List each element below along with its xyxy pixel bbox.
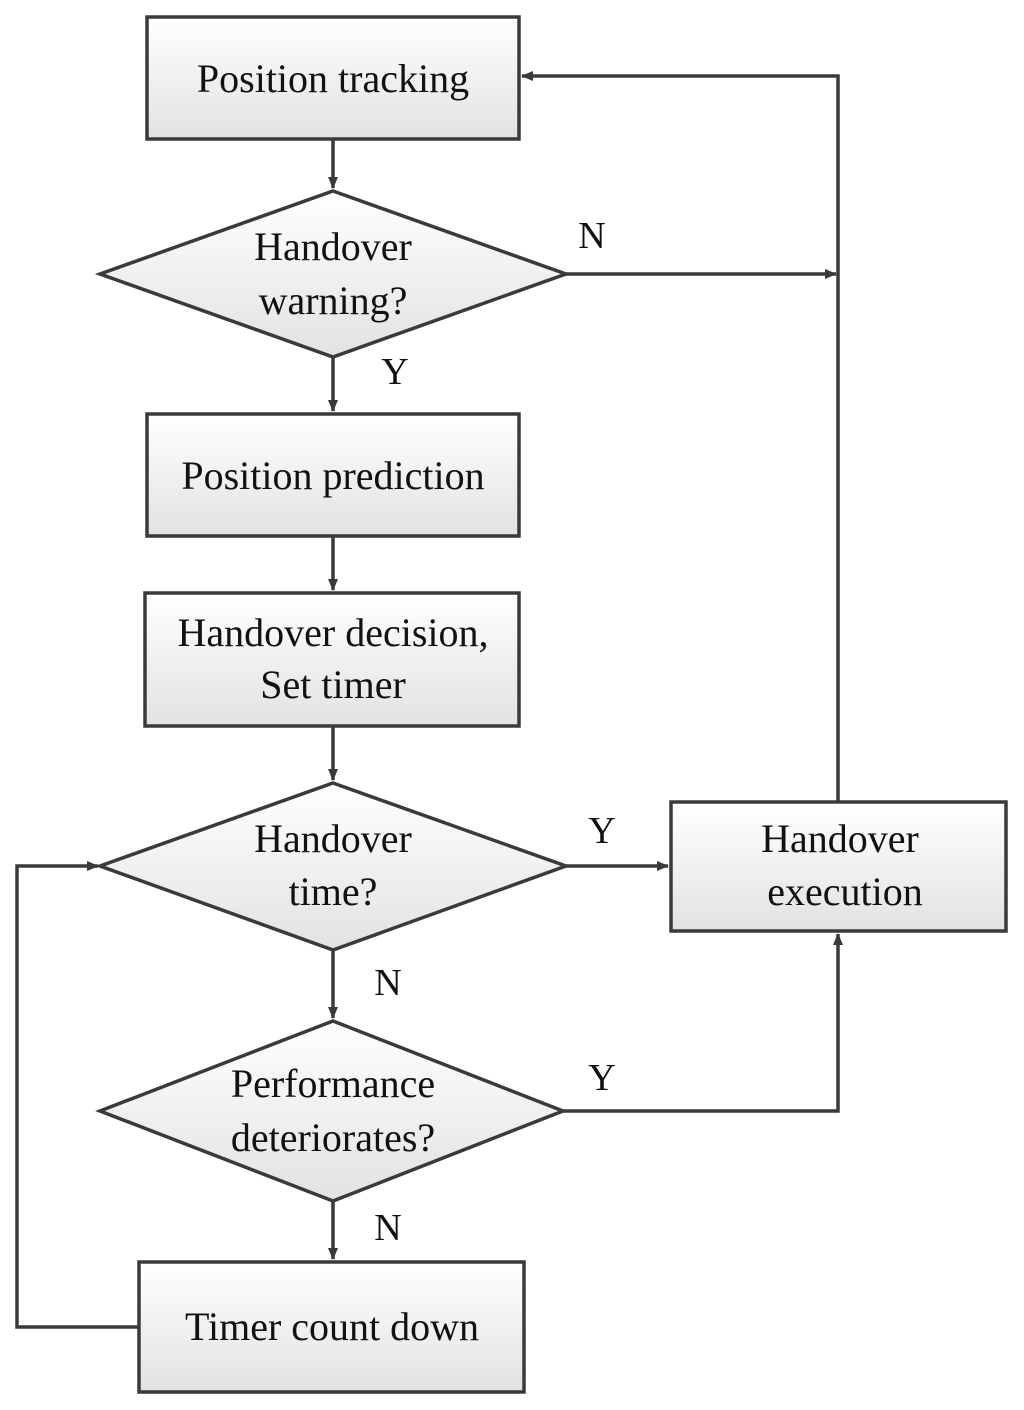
handover-decision-label-line2: Set timer [260,662,406,707]
handover-time-label-line1: Handover [254,816,412,861]
timer-countdown-box [137,1260,526,1394]
node-handover-time: Handover time? [94,781,572,952]
node-handover-decision: Handover decision, Set timer [143,591,521,728]
handover-decision-label-line1: Handover decision, [177,610,488,655]
connectors [15,71,843,1329]
node-position-tracking: Position tracking [145,15,521,141]
performance-diamond [95,1019,568,1203]
node-handover-execution: Handover execution [669,800,1008,933]
label-performance-yes: Y [588,1057,615,1099]
edge-labels: N Y Y N Y N [374,215,615,1249]
handover-time-label-line2: time? [289,869,378,914]
position-tracking-box [145,15,521,141]
label-time-no: N [374,962,401,1004]
label-warning-yes: Y [381,351,408,393]
handover-execution-box [669,800,1008,933]
handover-warning-label-line2: warning? [259,278,408,323]
handover-decision-box [143,591,521,728]
label-performance-no: N [374,1207,401,1249]
performance-label-line2: deteriorates? [231,1115,435,1160]
edge-timer-loop [15,861,139,1329]
handover-time-diamond [94,781,572,952]
edge-performance-yes [563,933,843,1113]
position-tracking-label: Position tracking [197,56,469,101]
label-time-yes: Y [588,810,615,852]
timer-countdown-label: Timer count down [185,1304,479,1349]
handover-warning-label-line1: Handover [254,224,412,269]
node-handover-warning: Handover warning? [94,189,572,359]
performance-label-line1: Performance [231,1061,435,1106]
node-timer-countdown: Timer count down [137,1260,526,1394]
edge-execution-to-tracking [521,71,840,802]
position-prediction-label: Position prediction [181,453,484,498]
handover-execution-label-line1: Handover [761,816,919,861]
label-warning-no: N [578,215,605,257]
node-performance-deteriorates: Performance deteriorates? [95,1019,568,1203]
position-prediction-box [145,412,521,538]
node-position-prediction: Position prediction [145,412,521,538]
handover-warning-diamond [94,189,572,359]
handover-execution-label-line2: execution [767,869,923,914]
